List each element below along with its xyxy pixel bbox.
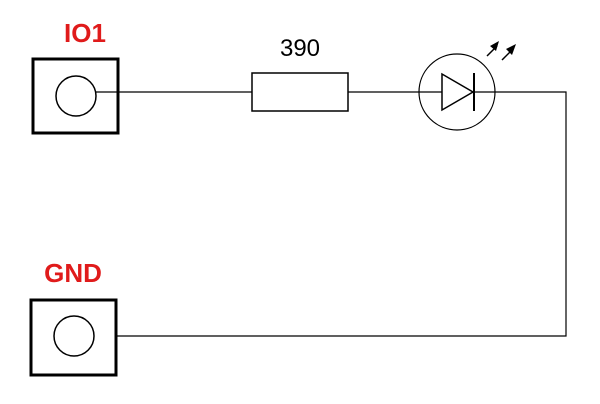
io1-terminal-contact (55, 75, 97, 117)
emission-arrows-icon (486, 41, 516, 61)
gnd-label: GND (44, 258, 102, 288)
wire-led-to-gnd (96, 91, 567, 337)
gnd-terminal-contact (53, 315, 95, 357)
io1-terminal-box (31, 57, 120, 135)
led-anode-triangle (441, 72, 475, 112)
gnd-terminal[interactable] (29, 298, 118, 377)
resistor-value-label: 390 (280, 35, 320, 62)
io1-label: IO1 (64, 18, 106, 48)
resistor[interactable] (251, 72, 349, 112)
led-diode-icon[interactable] (418, 53, 496, 131)
io1-terminal[interactable] (31, 57, 120, 135)
